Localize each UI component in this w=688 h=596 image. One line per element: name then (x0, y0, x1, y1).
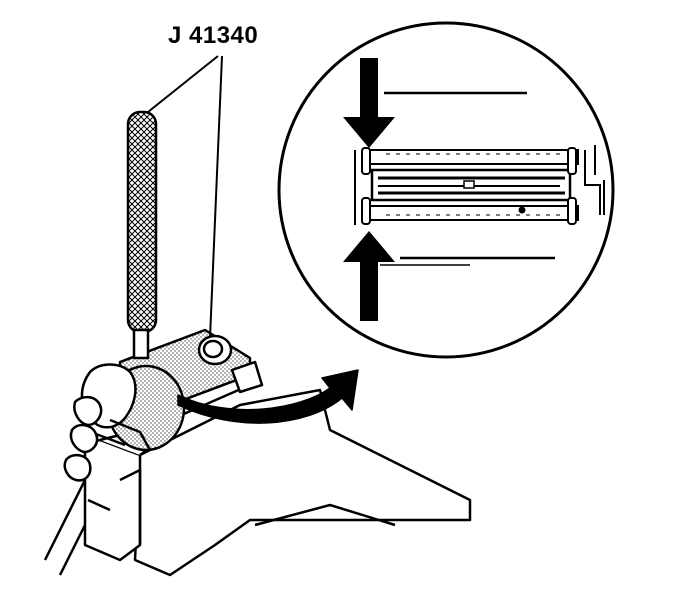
tool-callout-label: J 41340 (168, 22, 259, 49)
vise-base (43, 388, 472, 577)
adjustment-knob (197, 334, 233, 366)
down-arrow-icon (343, 58, 395, 148)
hand (63, 363, 152, 482)
up-arrow-icon (343, 231, 395, 321)
detail-view (277, 21, 615, 359)
tool-handle (126, 110, 158, 360)
seal-section (361, 147, 579, 225)
curved-arrow-icon (177, 369, 359, 424)
leader-lines (147, 55, 223, 339)
vise-jaw (83, 433, 152, 562)
